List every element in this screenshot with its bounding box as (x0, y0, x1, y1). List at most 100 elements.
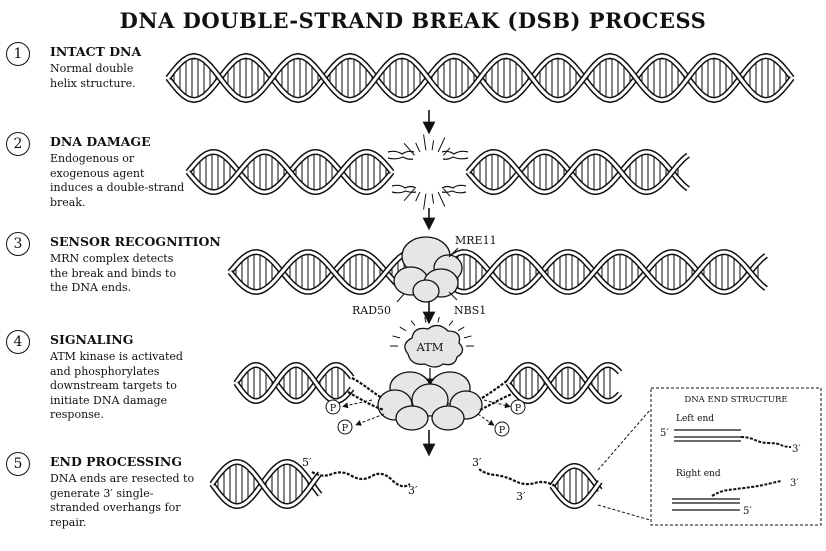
atm-ray (437, 316, 440, 323)
label-3-prime: 3′ (516, 490, 526, 503)
atm-ray (457, 326, 465, 332)
atm-ray (410, 320, 416, 326)
dna-helix-left-fragment (185, 148, 395, 196)
svg-text:P: P (499, 425, 506, 436)
backbone-strand-highlight (234, 363, 354, 403)
step-number: 5 (6, 452, 30, 476)
atm-ray (424, 316, 427, 323)
atm-label: ATM (415, 340, 443, 354)
inset-5-prime: 5′ (660, 428, 669, 439)
backbone-strand-highlight (166, 54, 794, 102)
phosphate-group: P (494, 421, 510, 437)
inset-3-prime: 3′ (792, 444, 801, 455)
damage-burst (403, 134, 451, 210)
step-number: 3 (6, 232, 30, 256)
backbone-strand-highlight (550, 480, 602, 508)
backbone-strand-highlight (506, 363, 622, 403)
step-number: 2 (6, 132, 30, 156)
backbone-strand-highlight (550, 464, 602, 492)
inset-3-prime: 3′ (790, 478, 799, 489)
backbone-strand (233, 362, 355, 404)
step-number: 4 (6, 330, 30, 354)
atm-ray (399, 326, 407, 332)
backbone-strand (505, 362, 623, 404)
inset-title: DNA END STRUCTURE (684, 395, 787, 405)
burst-ray (437, 191, 446, 207)
backbone-strand-highlight (466, 150, 689, 194)
dna-helix-left-signaling (233, 362, 355, 404)
step-description: Endogenous or exogenous agent induces a … (50, 152, 185, 209)
inset-5-prime: 5′ (743, 506, 752, 517)
frayed-end-left (387, 150, 417, 194)
inset-overhang-left (740, 436, 792, 448)
step-number: 1 (6, 42, 30, 66)
step-description: Normal double helix structure. (50, 62, 136, 90)
atm-ray (392, 335, 401, 339)
rad50-label: RAD50 (352, 304, 391, 317)
burst-ray (423, 134, 427, 151)
step-title: SIGNALING (50, 332, 134, 347)
backbone-strand-highlight (228, 250, 767, 294)
mre11-label: MRE11 (455, 234, 497, 247)
backbone-strand-highlight (210, 460, 322, 508)
inset-duplex-right (672, 498, 740, 511)
mrn-complex (393, 236, 463, 303)
inset-duplex-left (674, 429, 741, 442)
step-1: 1 INTACT DNA Normal double helix structu… (6, 42, 206, 102)
ss-overhang-left (311, 471, 411, 488)
dna-helix-right-fragment (465, 148, 690, 196)
phosphate-group: P (510, 399, 526, 415)
backbone-strand (505, 362, 623, 404)
burst-ray (403, 142, 415, 156)
inset-overhang-right (711, 480, 783, 497)
burst-ray (415, 191, 421, 202)
step-description: MRN complex detects the break and binds … (50, 252, 177, 294)
diagram-title: DNA DOUBLE-STRAND BREAK (DSB) PROCESS (119, 8, 707, 33)
atm-kinase (404, 324, 464, 368)
burst-ray (437, 137, 446, 153)
atm-ray (448, 320, 454, 326)
inset-right-end-label: Right end (676, 469, 721, 479)
nbs1-label: NBS1 (454, 304, 486, 317)
dna-helix-right-signaling (505, 362, 623, 404)
step-title: SENSOR RECOGNITION (50, 234, 221, 249)
phosphate-group: P (337, 419, 353, 435)
backbone-strand-highlight (506, 363, 622, 403)
step-title: END PROCESSING (50, 454, 183, 469)
step-5: 5 END PROCESSING DNA ends are resected t… (6, 452, 206, 529)
backbone-strand-highlight (228, 250, 767, 294)
svg-text:P: P (330, 403, 337, 414)
ss-overhang-right (478, 468, 556, 487)
svg-text:P: P (342, 423, 349, 434)
burst-ray (443, 147, 451, 156)
atm-activation-rays (390, 316, 474, 347)
step-title: DNA DAMAGE (50, 134, 151, 149)
step-2: 2 DNA DAMAGE Endogenous or exogenous age… (6, 132, 206, 209)
dna-helix-left-resected (209, 459, 323, 509)
burst-ray (423, 193, 427, 210)
phosphate-group: P (325, 399, 341, 415)
burst-ray (415, 142, 421, 153)
backbone-strand-highlight (466, 150, 689, 194)
svg-text:P: P (515, 403, 522, 414)
step-title: INTACT DNA (50, 44, 142, 59)
inset-left-end-label: Left end (676, 414, 714, 424)
burst-ray (443, 188, 451, 197)
step-description: ATM kinase is activated and phosphorylat… (50, 350, 183, 421)
label-5-prime: 5′ (302, 456, 312, 469)
inset-box (650, 387, 822, 526)
mrn-complex-signaling (377, 371, 483, 431)
step-3: 3 SENSOR RECOGNITION MRN complex detects… (6, 232, 221, 294)
backbone-strand (233, 362, 355, 404)
backbone-strand-highlight (186, 150, 394, 194)
dna-helix-intact (165, 52, 795, 104)
burst-ray (431, 140, 435, 151)
step-description: DNA ends are resected to generate 3′ sin… (50, 472, 195, 529)
step-4: 4 SIGNALING ATM kinase is activated and … (6, 330, 206, 421)
burst-ray (403, 188, 415, 202)
backbone-strand-highlight (234, 363, 354, 403)
backbone-strand-highlight (210, 460, 322, 508)
dna-helix-bound (227, 248, 768, 296)
dna-helix-right-resected (549, 463, 603, 509)
